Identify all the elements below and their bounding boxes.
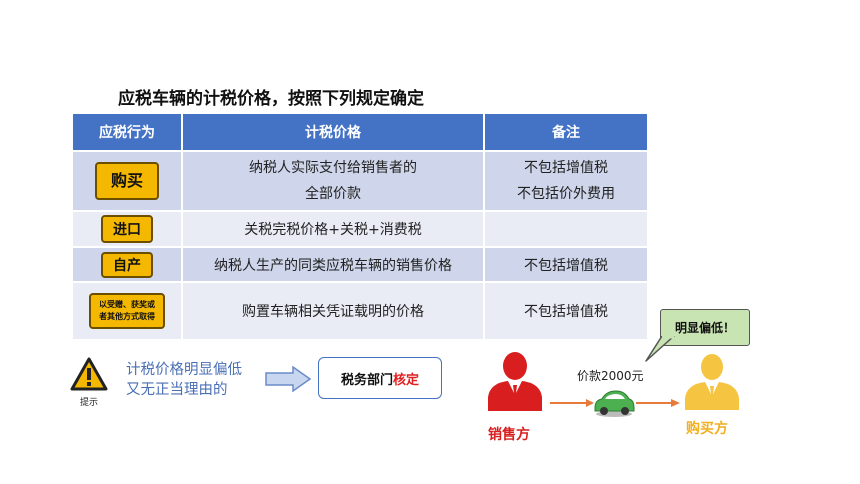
verify-text: 核定 (393, 372, 420, 388)
price-line: 纳税人实际支付给销售者的 (249, 160, 417, 176)
behavior-cell: 购买 (73, 150, 183, 211)
speech-bubble: 明显偏低！ (660, 309, 750, 346)
behavior-cell: 进口 (73, 210, 183, 247)
note-line: 又无正当理由的 (126, 382, 228, 398)
right-arrow-icon (265, 366, 311, 392)
behavior-cell: 以受赠、获奖或 者其他方式取得 (73, 281, 183, 339)
warning-triangle-icon (70, 357, 108, 391)
badge-purchase: 购买 (94, 162, 159, 200)
low-price-note: 计税价格明显偏低 又无正当理由的 (126, 360, 242, 400)
price-cell: 购置车辆相关凭证载明的价格 (182, 281, 485, 339)
table-row: 以受赠、获奖或 者其他方式取得 购置车辆相关凭证载明的价格 不包括增值税 (73, 281, 647, 339)
warning-sign: 提示 (70, 357, 108, 408)
badge-gift-award: 以受赠、获奖或 者其他方式取得 (89, 293, 165, 329)
note-cell: 不包括增值税 不包括价外费用 (484, 150, 647, 211)
badge-line: 者其他方式取得 (99, 312, 155, 321)
seller-label: 销售方 (488, 427, 530, 443)
header-taxable-behavior: 应税行为 (73, 114, 183, 151)
car-icon (594, 390, 635, 417)
table-header-row: 应税行为 计税价格 备注 (73, 114, 647, 151)
price-cell: 关税完税价格+关税+消费税 (182, 210, 485, 247)
note-line: 不包括增值税 (524, 160, 608, 176)
table-row: 自产 纳税人生产的同类应税车辆的销售价格 不包括增值税 (73, 246, 647, 282)
tax-authority-text: 税务部门 (340, 372, 393, 388)
price-cell: 纳税人生产的同类应税车辆的销售价格 (182, 246, 485, 282)
badge-import: 进口 (101, 215, 153, 243)
tax-price-table: 应税行为 计税价格 备注 购买 纳税人实际支付给销售者的 全部价款 不包括增值税… (73, 114, 647, 339)
badge-self-produced: 自产 (101, 251, 153, 278)
header-taxable-price: 计税价格 (182, 114, 485, 151)
tax-authority-box: 税务部门核定 (318, 357, 442, 399)
behavior-cell: 自产 (73, 246, 183, 282)
speech-bubble-tail (645, 336, 675, 362)
page-title: 应税车辆的计税价格，按照下列规定确定 (118, 89, 424, 109)
buyer-person-icon (685, 354, 739, 410)
buyer-label: 购买方 (686, 421, 728, 437)
seller-to-car-line (550, 399, 594, 407)
seller-person-icon (488, 352, 542, 411)
note-cell (484, 210, 647, 247)
note-line: 不包括价外费用 (517, 186, 615, 202)
price-label: 价款2000元 (577, 369, 644, 383)
price-cell: 纳税人实际支付给销售者的 全部价款 (182, 150, 485, 211)
note-cell: 不包括增值税 (484, 246, 647, 282)
note-line: 计税价格明显偏低 (126, 362, 242, 378)
table-row: 进口 关税完税价格+关税+消费税 (73, 210, 647, 247)
car-to-buyer-arrow (636, 399, 680, 407)
price-line: 全部价款 (305, 186, 361, 202)
warning-label: 提示 (79, 398, 98, 408)
header-remarks: 备注 (484, 114, 647, 151)
badge-line: 以受赠、获奖或 (99, 300, 155, 309)
note-cell: 不包括增值税 (484, 281, 647, 339)
table-row: 购买 纳税人实际支付给销售者的 全部价款 不包括增值税 不包括价外费用 (73, 150, 647, 211)
